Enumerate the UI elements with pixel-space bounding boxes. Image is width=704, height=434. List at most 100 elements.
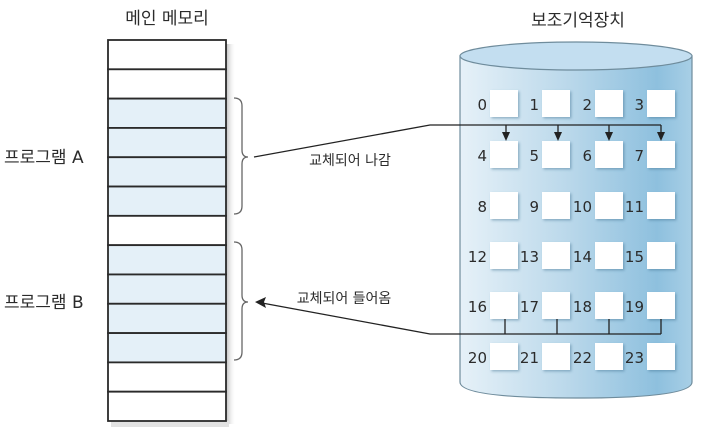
page-slot: 23 (625, 343, 675, 370)
memory-row-program-b (107, 302, 227, 334)
memory-row-program-a (107, 185, 227, 217)
page-box (542, 90, 570, 117)
page-box (490, 292, 518, 319)
page-number: 6 (582, 147, 592, 165)
swap-out-arrowhead (502, 132, 510, 141)
memory-row (107, 39, 227, 71)
page-number: 9 (529, 198, 539, 216)
page-box (647, 343, 675, 370)
program-b-label: 프로그램 B (4, 293, 84, 313)
page-box (490, 90, 518, 117)
page-slot: 4 (477, 141, 518, 168)
page-number: 7 (634, 147, 644, 165)
swap-in-ticks (504, 319, 662, 334)
page-box (595, 292, 623, 319)
page-slot: 8 (477, 192, 518, 219)
page-box (490, 242, 518, 269)
page-number: 13 (520, 248, 539, 266)
swap-in-line (261, 302, 661, 335)
page-slot: 3 (634, 90, 675, 117)
page-slot: 10 (573, 192, 623, 219)
page-number: 21 (520, 349, 539, 367)
page-number: 8 (477, 198, 487, 216)
page-slot: 16 (468, 292, 518, 319)
page-number: 14 (573, 248, 592, 266)
swap-out-arrows (502, 125, 665, 141)
memory-shadow-bottom (111, 421, 229, 427)
page-number: 11 (625, 198, 644, 216)
page-slot: 0 (477, 90, 518, 117)
program-a-brace (233, 97, 249, 215)
page-slot: 14 (573, 242, 623, 269)
page-number: 4 (477, 147, 487, 165)
page-number: 0 (477, 96, 487, 114)
page-slot: 7 (634, 141, 675, 168)
disk-cylinder-top (459, 41, 693, 71)
page-slot: 21 (520, 343, 570, 370)
page-number: 17 (520, 298, 539, 316)
page-number: 20 (468, 349, 487, 367)
page-box (595, 343, 623, 370)
memory-row (107, 214, 227, 247)
swap-in-arrowhead (255, 297, 266, 308)
main-memory-title: 메인 메모리 (125, 9, 209, 29)
page-number: 3 (634, 96, 644, 114)
page-number: 16 (468, 298, 487, 316)
page-number: 23 (625, 349, 644, 367)
program-b-brace (233, 241, 249, 361)
memory-row (107, 390, 227, 422)
memory-row-program-b (107, 332, 227, 364)
page-slot: 2 (582, 90, 623, 117)
page-number: 5 (529, 147, 539, 165)
page-number: 22 (573, 349, 592, 367)
memory-shadow (226, 44, 236, 424)
secondary-storage-title: 보조기억장치 (531, 11, 625, 31)
page-slot: 18 (573, 292, 623, 319)
memory-row-program-b (107, 244, 227, 276)
page-box (490, 141, 518, 168)
page-box (595, 242, 623, 269)
page-slot: 22 (573, 343, 623, 370)
page-box (595, 90, 623, 117)
memory-row (107, 361, 227, 393)
page-slot: 20 (468, 343, 518, 370)
page-box (647, 242, 675, 269)
page-box (490, 343, 518, 370)
page-box (647, 292, 675, 319)
page-box (490, 192, 518, 219)
page-box (647, 192, 675, 219)
page-number: 2 (582, 96, 592, 114)
memory-row-program-b (107, 273, 227, 305)
swap-in-label: 교체되어 들어옴 (297, 291, 392, 307)
page-slot: 13 (520, 242, 570, 269)
page-box (595, 141, 623, 168)
page-box (542, 141, 570, 168)
page-number: 19 (625, 298, 644, 316)
page-slot: 1 (529, 90, 570, 117)
page-box (542, 292, 570, 319)
page-box (542, 192, 570, 219)
page-number: 12 (468, 248, 487, 266)
program-a-label: 프로그램 A (4, 148, 84, 168)
swap-out-arrowhead (605, 132, 613, 141)
page-box (542, 242, 570, 269)
page-slot: 15 (625, 242, 675, 269)
memory-row-program-a (107, 156, 227, 188)
page-number: 15 (625, 248, 644, 266)
page-box (647, 90, 675, 117)
swap-out-label: 교체되어 나감 (309, 153, 391, 169)
page-box (542, 343, 570, 370)
memory-row (107, 68, 227, 100)
page-slot: 5 (529, 141, 570, 168)
page-slot: 17 (520, 292, 570, 319)
page-box (595, 192, 623, 219)
page-slot: 9 (529, 192, 570, 219)
page-box (647, 141, 675, 168)
memory-row-program-a (107, 97, 227, 129)
page-number: 1 (529, 96, 539, 114)
page-number: 18 (573, 298, 592, 316)
page-slot: 11 (625, 192, 675, 219)
memory-row-program-a (107, 127, 227, 159)
